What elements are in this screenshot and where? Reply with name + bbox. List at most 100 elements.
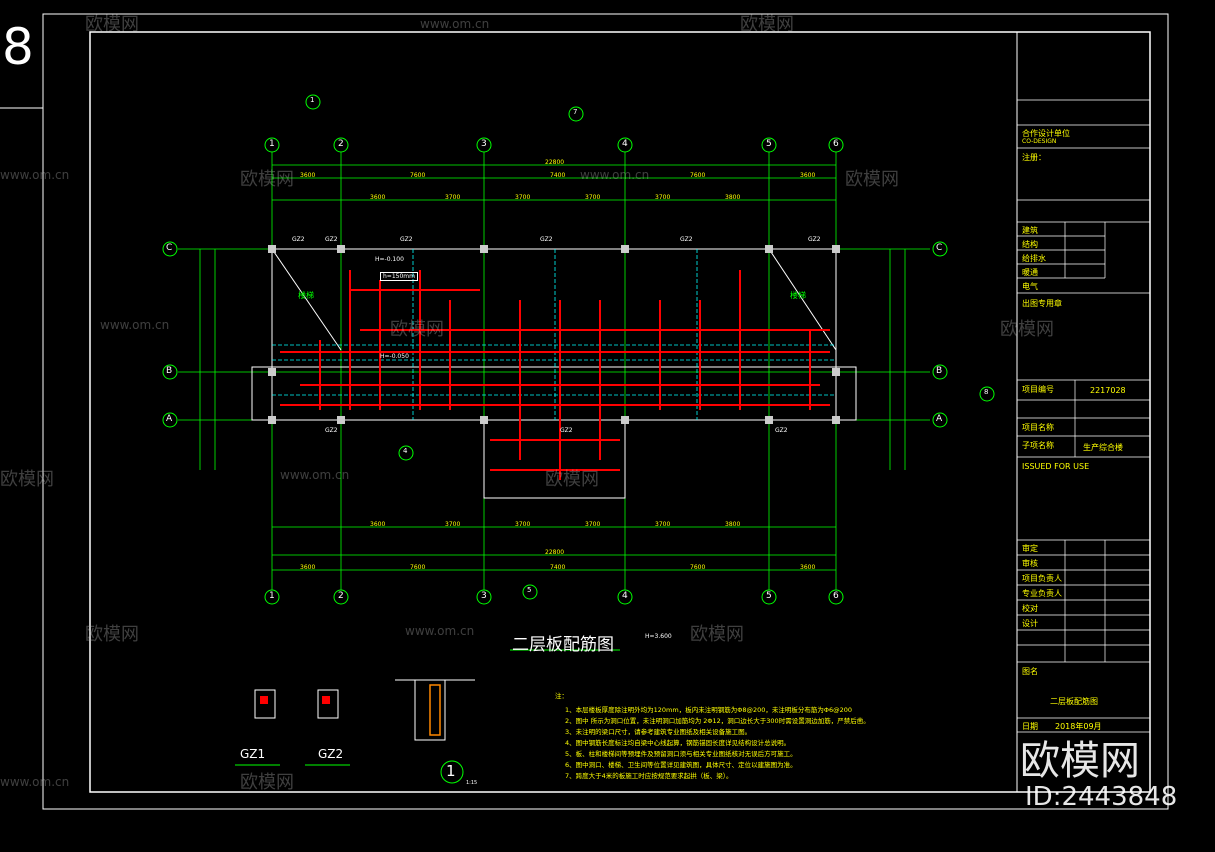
dim-value: 3800 bbox=[725, 194, 741, 201]
column-tag: GZ2 bbox=[292, 236, 305, 243]
grid-number-label: 2 bbox=[338, 591, 344, 601]
dim-value: 7400 bbox=[550, 172, 566, 179]
tb-company: 出图专用章 bbox=[1022, 299, 1062, 308]
grid-number-label: 3 bbox=[481, 139, 487, 149]
tb-signoff: 设计 bbox=[1022, 619, 1038, 628]
grid-letter-label: A bbox=[936, 414, 943, 424]
grid-lines bbox=[178, 152, 930, 590]
dim-value: 3600 bbox=[370, 194, 386, 201]
inner-frame bbox=[89, 31, 1151, 793]
tb-subitem-label: 子项名称 bbox=[1022, 441, 1054, 450]
grid-number-label: 5 bbox=[766, 139, 772, 149]
tb-discipline: 建筑 bbox=[1022, 226, 1038, 235]
grid-number-label: 5 bbox=[766, 591, 772, 601]
dim-value: 7600 bbox=[410, 172, 426, 179]
grid-number-label: 6 bbox=[833, 591, 839, 601]
watermark-url: www.om.cn bbox=[0, 168, 70, 182]
tb-discipline: 给排水 bbox=[1022, 254, 1046, 263]
section-details bbox=[254, 679, 475, 741]
section-rebar bbox=[260, 696, 330, 704]
watermark: 欧模网 bbox=[690, 624, 744, 645]
dim-value: 3700 bbox=[445, 521, 461, 528]
column-tag: GZ2 bbox=[560, 427, 573, 434]
dim-value: 7400 bbox=[550, 564, 566, 571]
tb-date-label: 日期 bbox=[1022, 722, 1038, 731]
watermark: 欧模网 bbox=[545, 469, 599, 490]
tb-coop-label-en: CO-DESIGN bbox=[1022, 138, 1057, 145]
watermark-id: ID:2443848 bbox=[1025, 782, 1178, 812]
grid-number-label: 4 bbox=[622, 591, 628, 601]
note-item: 7、跨度大于4米的板施工时应按规范要求起拱（板、梁）。 bbox=[565, 772, 733, 780]
tb-issued: ISSUED FOR USE bbox=[1022, 462, 1090, 471]
grid-number-label: 1 bbox=[269, 139, 275, 149]
watermark: 欧模网 bbox=[240, 169, 294, 190]
dim-value: 7600 bbox=[690, 564, 706, 571]
watermark-brand-large: 欧模网 bbox=[1020, 738, 1140, 784]
beam-lines bbox=[272, 249, 836, 420]
tb-discipline: 电气 bbox=[1022, 282, 1038, 291]
level-label-1: H=-0.100 bbox=[375, 256, 404, 263]
section-1-bar bbox=[429, 684, 441, 736]
watermark-url: www.om.cn bbox=[580, 168, 650, 182]
dim-value: 3700 bbox=[515, 194, 531, 201]
grid-number-label: 1 bbox=[269, 591, 275, 601]
dim-value: 3700 bbox=[655, 194, 671, 201]
callout-5: 5 bbox=[527, 586, 532, 594]
section-1-scale: 1:15 bbox=[466, 780, 478, 786]
dim-value: 3600 bbox=[800, 564, 816, 571]
watermark: 欧模网 bbox=[85, 624, 139, 645]
watermark: 欧模网 bbox=[845, 169, 899, 190]
tb-stamp-label: 注册： bbox=[1022, 153, 1046, 162]
grid-letter-label: C bbox=[936, 243, 943, 253]
dim-value: 3700 bbox=[585, 194, 601, 201]
callout-4: 4 bbox=[403, 447, 408, 455]
grid-letter-label: B bbox=[936, 366, 943, 376]
callout-7: 7 bbox=[573, 108, 578, 116]
column-tag: GZ2 bbox=[540, 236, 553, 243]
grid-number-label: 4 bbox=[622, 139, 628, 149]
watermark-url: www.om.cn bbox=[100, 318, 170, 332]
gz1-title: GZ1 bbox=[240, 747, 266, 761]
tb-subitem: 生产综合楼 bbox=[1083, 443, 1123, 452]
tb-discipline: 结构 bbox=[1022, 240, 1038, 249]
dim-value: 3600 bbox=[300, 172, 316, 179]
note-item: 4、图中钢筋长度标注均自梁中心线起算，钢筋锚固长度详见结构设计总说明。 bbox=[565, 739, 791, 747]
tb-project-name-label: 项目名称 bbox=[1022, 423, 1054, 432]
dim-value: 3600 bbox=[370, 521, 386, 528]
overall-dim-top: 22800 bbox=[545, 159, 565, 166]
overall-dim-bottom: 22800 bbox=[545, 549, 565, 556]
note-item: 5、板、柱和楼梯间等预埋件及预留洞口须与相关专业图纸核对无误后方可施工。 bbox=[565, 750, 797, 758]
dim-value: 3800 bbox=[725, 521, 741, 528]
watermark: 欧模网 bbox=[740, 14, 794, 35]
dim-value: 7600 bbox=[410, 564, 426, 571]
dim-value: 3700 bbox=[515, 521, 531, 528]
watermark-url: www.om.cn bbox=[280, 468, 350, 482]
rebar-lines bbox=[280, 270, 830, 480]
tb-signoff: 校对 bbox=[1022, 604, 1038, 613]
watermark: 欧模网 bbox=[1000, 319, 1054, 340]
dim-value: 3700 bbox=[585, 521, 601, 528]
note-item: 3、未注明的梁口尺寸，请参考建筑专业图纸及相关设备施工图。 bbox=[565, 728, 752, 736]
gz2-title: GZ2 bbox=[318, 747, 344, 761]
grid-number-label: 6 bbox=[833, 139, 839, 149]
column-tag: GZ2 bbox=[808, 236, 821, 243]
level-label-3: H=-0.050 bbox=[380, 353, 409, 360]
callout-8: 8 bbox=[984, 388, 989, 396]
watermark: 欧模网 bbox=[0, 469, 54, 490]
watermark: 欧模网 bbox=[85, 14, 139, 35]
tb-discipline: 暖通 bbox=[1022, 268, 1038, 277]
building-outline bbox=[251, 248, 857, 499]
tb-project-no: 2217028 bbox=[1090, 386, 1126, 395]
section-1-number: 1 bbox=[446, 762, 456, 780]
stair-label-right: 楼梯 bbox=[790, 291, 806, 300]
watermark-url: www.om.cn bbox=[0, 775, 70, 789]
tb-project-no-label: 项目编号 bbox=[1022, 385, 1054, 394]
note-item: 6、图中洞口、楼梯、卫生间等位置详见建筑图，具体尺寸、定位以建施图为准。 bbox=[565, 761, 797, 769]
column-tag: GZ2 bbox=[775, 427, 788, 434]
dim-value: 3600 bbox=[800, 172, 816, 179]
title-block-lines bbox=[1017, 99, 1150, 733]
tb-signoff: 项目负责人 bbox=[1022, 574, 1062, 583]
tb-coop-label: 合作设计单位 bbox=[1022, 129, 1070, 138]
tb-signoff: 审核 bbox=[1022, 559, 1038, 568]
watermark-url: www.om.cn bbox=[420, 17, 490, 31]
